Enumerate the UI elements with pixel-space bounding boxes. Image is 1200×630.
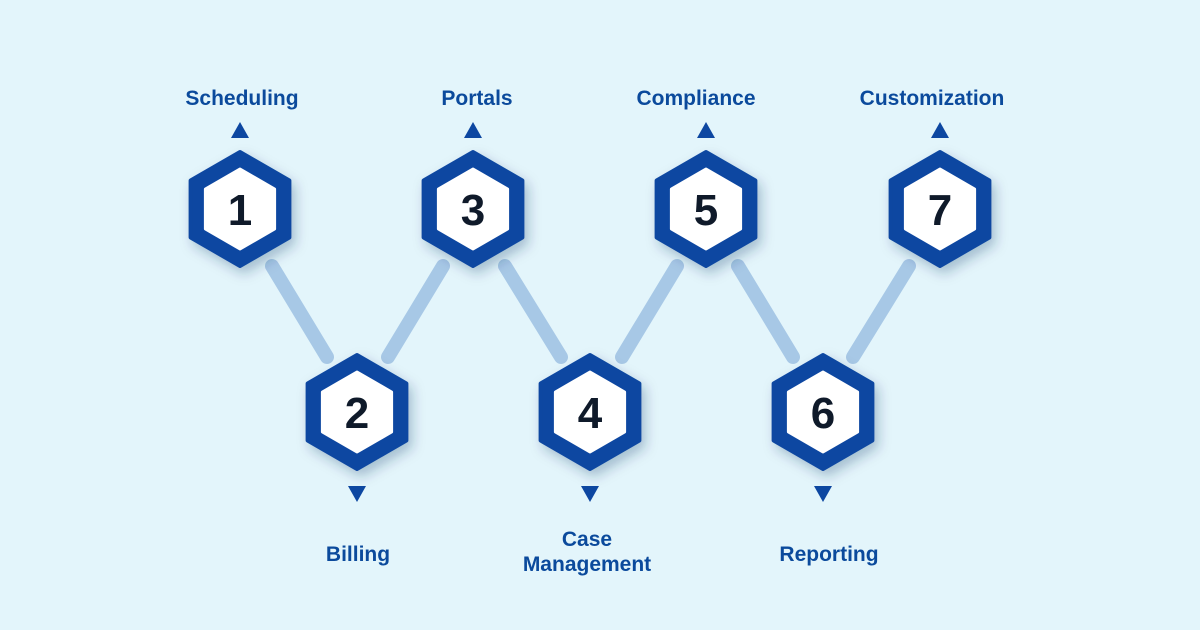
step-hexagon-1: 1 [188, 150, 292, 268]
step-number: 4 [578, 389, 603, 438]
step-label-compliance: Compliance [636, 87, 756, 110]
step-number: 5 [694, 186, 718, 235]
hexagon-inner [203, 167, 277, 251]
step-label-case-management: Case Management [522, 528, 652, 576]
connector-line-4 [615, 259, 684, 364]
step-hexagon-2: 2 [305, 353, 409, 471]
step-label-portals: Portals [441, 87, 513, 110]
step-number: 1 [228, 186, 252, 235]
step-number: 6 [811, 389, 835, 438]
down-triangle-icon [348, 486, 366, 502]
step-hexagon-3: 3 [421, 150, 525, 268]
up-triangle-icon [697, 122, 715, 138]
step-number: 7 [928, 186, 952, 235]
hexagon-inner [320, 370, 394, 454]
connector-line-5 [731, 259, 800, 364]
up-triangle-icon [464, 122, 482, 138]
step-hexagon-4: 4 [538, 353, 642, 471]
up-triangle-icon [931, 122, 949, 138]
step-hexagon-5: 5 [654, 150, 758, 268]
down-triangle-icon [581, 486, 599, 502]
down-triangle-icon [814, 486, 832, 502]
hexagon-inner [903, 167, 977, 251]
connector-line-6 [846, 259, 916, 364]
step-hexagon-6: 6 [771, 353, 875, 471]
step-label-reporting: Reporting [779, 543, 879, 566]
step-label-scheduling: Scheduling [185, 87, 299, 110]
connectors-layer [265, 259, 916, 364]
step-label-billing: Billing [325, 543, 391, 566]
hexagon-inner [786, 370, 860, 454]
step-hexagon-7: 7 [888, 150, 992, 268]
step-number: 2 [345, 389, 369, 438]
hexagon-inner [436, 167, 510, 251]
step-number: 3 [461, 186, 485, 235]
up-triangle-icon [231, 122, 249, 138]
hexagon-inner [553, 370, 627, 454]
arrows-layer [231, 122, 949, 502]
step-label-customization: Customization [859, 87, 1005, 110]
connector-line-3 [498, 259, 568, 364]
hexagons-layer: 1 2 3 4 5 6 7 [188, 150, 992, 471]
connector-line-2 [381, 259, 450, 364]
connector-line-1 [265, 259, 334, 364]
hexagon-inner [669, 167, 743, 251]
